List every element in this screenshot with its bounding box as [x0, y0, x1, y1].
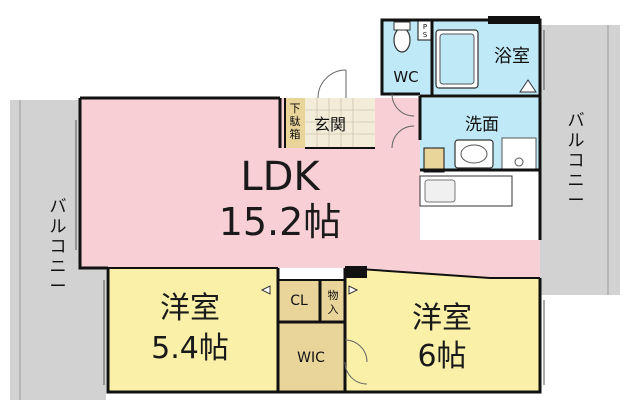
- balcony-left-label-2: ル: [50, 217, 67, 237]
- shoe-box-label-2: 駄: [290, 114, 301, 128]
- wc-label: WC: [393, 68, 418, 86]
- western-left-size-label: 5.4帖: [151, 331, 229, 366]
- shoe-box: [285, 98, 305, 148]
- western-right-label: 洋室: [412, 301, 472, 336]
- balcony-right-label-2: ル: [568, 131, 585, 151]
- entrance-label: 玄関: [314, 115, 346, 134]
- walk-in-closet-label: WIC: [297, 350, 325, 366]
- balcony-left-label-4: ニ: [50, 257, 67, 277]
- ldk-room: [80, 98, 540, 278]
- western-room-left: [108, 268, 278, 392]
- toilet-icon: [393, 27, 411, 53]
- shoe-box-label-1: 下: [290, 102, 301, 115]
- pipe-space-label-1: P: [423, 23, 427, 31]
- ldk-label: LDK: [240, 154, 321, 200]
- closet-label: CL: [290, 293, 308, 309]
- storage-label-2: 入: [328, 303, 339, 316]
- balcony-left-label-1: バ: [50, 197, 67, 217]
- balcony-left-label-5: ー: [50, 277, 67, 297]
- shoe-box-label-3: 箱: [290, 127, 301, 141]
- western-room-right: [345, 268, 540, 392]
- pipe-space-label-2: S: [423, 31, 428, 39]
- balcony-right-label-5: ー: [568, 191, 585, 211]
- western-left-label: 洋室: [160, 291, 220, 326]
- storage-label-1: 物: [328, 288, 339, 302]
- ldk-size-label: 15.2帖: [219, 200, 342, 244]
- balcony-left-label-3: コ: [50, 237, 67, 257]
- balcony-right: [540, 25, 620, 295]
- closet-cl: [278, 280, 320, 322]
- western-right-size-label: 6帖: [417, 339, 466, 374]
- balcony-right-label-3: コ: [568, 151, 585, 171]
- balcony-right-label-1: バ: [568, 111, 585, 131]
- balcony-right-label-4: ニ: [568, 171, 585, 191]
- storage-closet: [320, 280, 345, 322]
- bath-label: 浴室: [494, 46, 530, 67]
- fridge-space: [423, 147, 445, 173]
- walk-in-closet: [278, 322, 345, 392]
- washroom-label: 洗面: [465, 115, 499, 135]
